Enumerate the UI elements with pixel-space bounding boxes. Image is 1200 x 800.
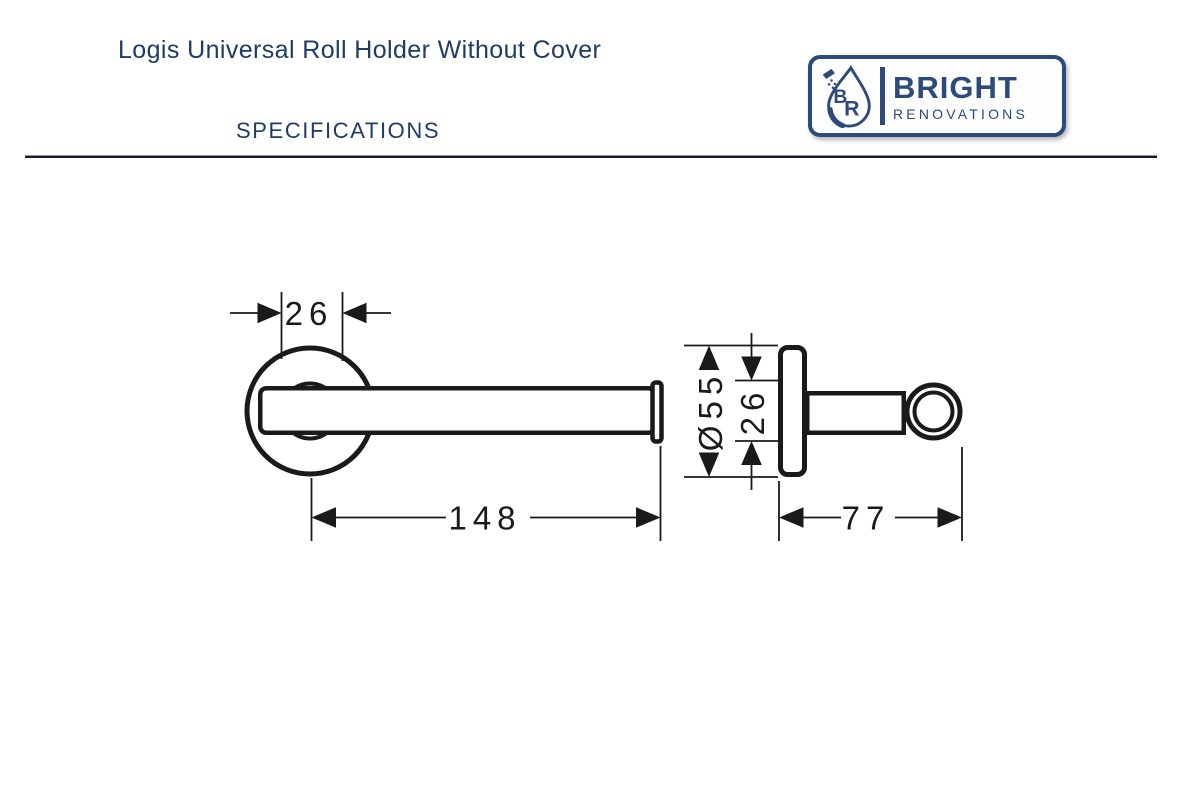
arrowhead-left-icon: [311, 507, 336, 528]
logo-monogram-b: B: [833, 86, 847, 108]
wall-plate-side: [778, 345, 807, 477]
arm-end-cap: [650, 380, 664, 444]
logo-divider: [880, 67, 885, 125]
arrowhead-left-icon: [779, 507, 804, 528]
dim-label-plate-diameter: Ø55: [692, 371, 729, 451]
arrowhead-right-icon: [636, 507, 661, 528]
dim-label-front-width: 26: [285, 295, 334, 332]
dim-label-side-post: 26: [734, 387, 771, 436]
dimension-side-post: [735, 333, 778, 490]
dimension-front-length: [310, 446, 662, 541]
arrowhead-up-icon: [741, 441, 762, 465]
shower-head-icon: [822, 68, 835, 80]
side-view: Ø55 26 77: [684, 333, 963, 541]
arrowhead-left-icon: [342, 302, 367, 324]
arrowhead-down-icon: [741, 356, 762, 381]
header-divider-line: [25, 155, 1157, 158]
holder-arm-side: [805, 391, 906, 435]
brand-logo: B R BRIGHT RENOVATIONS: [808, 55, 1066, 137]
brand-name: BRIGHT: [893, 69, 1018, 105]
water-drop-icon: B R: [822, 65, 871, 128]
arrowhead-down-icon: [698, 452, 720, 477]
dim-label-length: 148: [448, 500, 521, 537]
dimension-front-post-width: [230, 292, 391, 361]
page-title: Logis Universal Roll Holder Without Cove…: [118, 36, 602, 64]
dimension-plate-diameter: [684, 344, 778, 478]
arrowhead-right-icon: [257, 302, 282, 324]
arrowhead-up-icon: [698, 345, 720, 370]
holder-arm-front: [258, 386, 657, 435]
dim-label-depth: 77: [842, 500, 891, 537]
arrowhead-right-icon: [937, 507, 962, 528]
specifications-heading: SPECIFICATIONS: [236, 118, 441, 143]
logo-monogram-r: R: [844, 96, 859, 120]
dimension-depth: [778, 447, 963, 541]
front-view: 26 148: [230, 292, 664, 541]
end-ring-inner: [912, 390, 955, 433]
brand-subname: RENOVATIONS: [893, 105, 1029, 122]
